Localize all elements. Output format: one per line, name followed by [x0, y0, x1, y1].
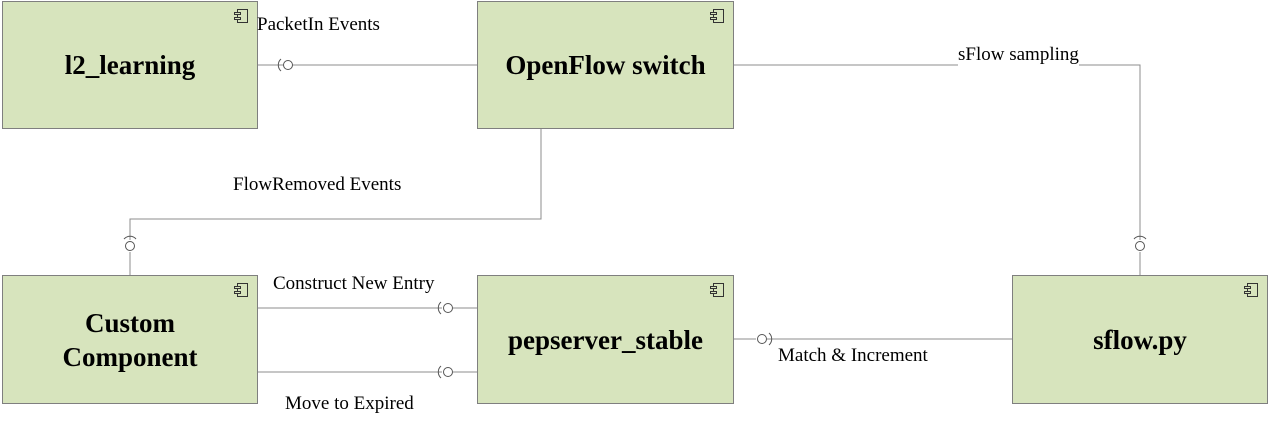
socket-icon — [437, 365, 453, 379]
component-icon — [710, 9, 724, 23]
sflow-sampling-label: sFlow sampling — [958, 44, 1079, 66]
flowremoved-connector[interactable] — [129, 128, 542, 240]
component-title-line: Custom — [84, 307, 175, 338]
component-icon — [1244, 283, 1258, 297]
component-title: pepserver_stable — [508, 324, 703, 355]
component-title-line: Component — [62, 341, 198, 372]
component-title: l2_learning — [64, 50, 196, 80]
socket-icon — [757, 332, 773, 346]
socket-icon — [277, 58, 293, 72]
component-icon — [234, 283, 248, 297]
component-title: OpenFlow switch — [505, 50, 706, 80]
match-increment-label: Match & Increment — [778, 345, 928, 366]
socket-icon — [123, 235, 137, 251]
socket-icon — [437, 301, 453, 315]
component-title: sflow.py — [1093, 324, 1187, 355]
sflow-sampling-connector[interactable] — [733, 64, 1141, 240]
flowremoved-events-label: FlowRemoved Events — [233, 174, 402, 195]
sflow-py-component[interactable]: sflow.py — [1012, 275, 1268, 404]
component-icon — [234, 9, 248, 23]
pepserver-stable-component[interactable]: pepserver_stable — [477, 275, 734, 404]
custom-component[interactable]: Custom Component — [2, 275, 258, 404]
construct-new-entry-label: Construct New Entry — [273, 273, 435, 294]
openflow-switch-component[interactable]: OpenFlow switch — [477, 1, 734, 129]
component-icon — [710, 283, 724, 297]
socket-icon — [1133, 235, 1147, 251]
l2-learning-component[interactable]: l2_learning — [2, 1, 258, 129]
packetin-events-label: PacketIn Events — [257, 14, 380, 35]
move-to-expired-label: Move to Expired — [285, 393, 414, 414]
component-title: Custom Component — [52, 306, 207, 374]
